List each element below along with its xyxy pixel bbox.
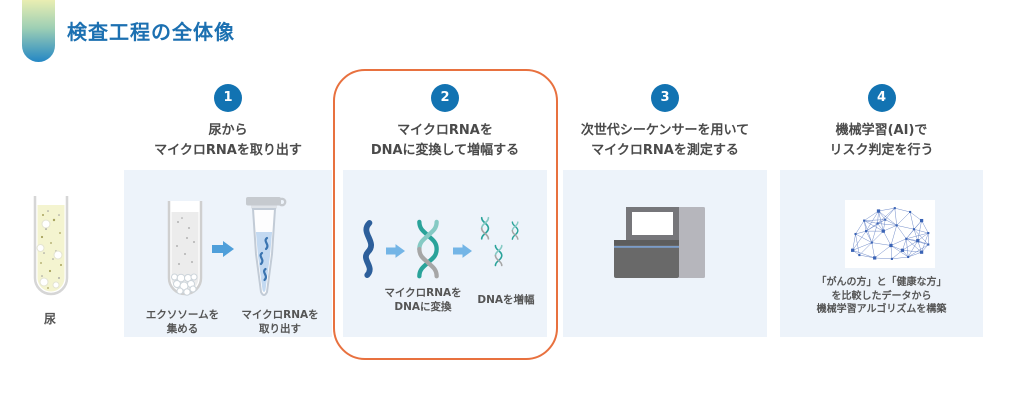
caption-line: DNAに変換	[394, 301, 452, 314]
neural-network-box	[845, 200, 935, 268]
caption-line: マイクロRNAを	[241, 309, 319, 321]
step-header-2: 2 マイクロRNAを DNAに変換して増幅する	[343, 84, 547, 160]
caption-line: マイクロRNAを	[384, 287, 462, 299]
page-title: 検査工程の全体像	[67, 20, 235, 44]
arrow-right-icon	[453, 244, 472, 258]
panel1-caption-collect-exosomes: エクソソームを 集める	[130, 308, 235, 336]
arrow-right-icon	[386, 244, 405, 258]
panel2-caption-convert: マイクロRNAを DNAに変換	[373, 286, 473, 314]
panel-step-1: エクソソームを 集める マイクロRNAを 取り出す	[124, 170, 332, 337]
neural-network-icon	[851, 207, 930, 260]
step-number-badge-3: 3	[651, 84, 679, 112]
step-header-1: 1 尿から マイクロRNAを取り出す	[124, 84, 332, 160]
brand-gradient-mark	[22, 0, 55, 62]
panel4-note: 「がんの方」と「健康な方」 を比較したデータから 機械学習アルゴリズムを構築	[788, 276, 975, 317]
caption-line: 取り出す	[259, 323, 301, 336]
arrow-right-icon	[212, 241, 234, 257]
step-title-2: マイクロRNAを DNAに変換して増幅する	[343, 121, 547, 160]
step2-highlight-frame	[333, 69, 558, 360]
step-title-line: リスク判定を行う	[829, 142, 934, 158]
exosome-tube-icon	[167, 201, 203, 296]
panel-step-4: 「がんの方」と「健康な方」 を比較したデータから 機械学習アルゴリズムを構築	[780, 170, 983, 337]
note-line: 機械学習アルゴリズムを構築	[816, 304, 947, 315]
step-number-badge-2: 2	[431, 84, 459, 112]
step-title-3: 次世代シーケンサーを用いて マイクロRNAを測定する	[563, 121, 767, 160]
dna-amplified-icon	[480, 216, 519, 267]
step-title-line: マイクロRNAを取り出す	[154, 142, 302, 158]
step-header-4: 4 機械学習(AI)で リスク判定を行う	[780, 84, 983, 160]
panel1-caption-extract-microrna: マイクロRNAを 取り出す	[232, 308, 328, 336]
step-title-line: マイクロRNAを測定する	[591, 142, 739, 158]
panel2-caption-amplify: DNAを増幅	[471, 293, 541, 307]
rna-strand-icon	[363, 220, 374, 278]
note-line: 「がんの方」と「健康な方」	[816, 277, 947, 288]
panel-step-3	[563, 170, 767, 337]
microtube-icon	[246, 197, 287, 296]
note-line: を比較したデータから	[831, 290, 932, 302]
urine-tube-icon	[33, 196, 69, 296]
caption-line: DNAを増幅	[477, 294, 535, 306]
step-title-line: 尿から	[208, 123, 248, 138]
sequencer-icon	[614, 207, 705, 278]
panel-step-2: マイクロRNAを DNAに変換 DNAを増幅	[343, 170, 547, 337]
step-title-line: DNAに変換して増幅する	[370, 142, 520, 158]
step-header-3: 3 次世代シーケンサーを用いて マイクロRNAを測定する	[563, 84, 767, 160]
urine-label: 尿	[43, 312, 56, 326]
dna-helix-icon	[407, 217, 449, 283]
step-title-line: 機械学習(AI)で	[835, 123, 928, 138]
caption-line: エクソソームを	[145, 309, 220, 321]
step-title-line: 次世代シーケンサーを用いて	[580, 123, 750, 138]
caption-line: 集める	[166, 323, 199, 336]
step-title-4: 機械学習(AI)で リスク判定を行う	[780, 121, 983, 160]
step-title-1: 尿から マイクロRNAを取り出す	[124, 121, 332, 160]
step-title-line: マイクロRNAを	[397, 123, 493, 138]
step-number-badge-1: 1	[214, 84, 242, 112]
step-number-badge-4: 4	[867, 84, 896, 112]
